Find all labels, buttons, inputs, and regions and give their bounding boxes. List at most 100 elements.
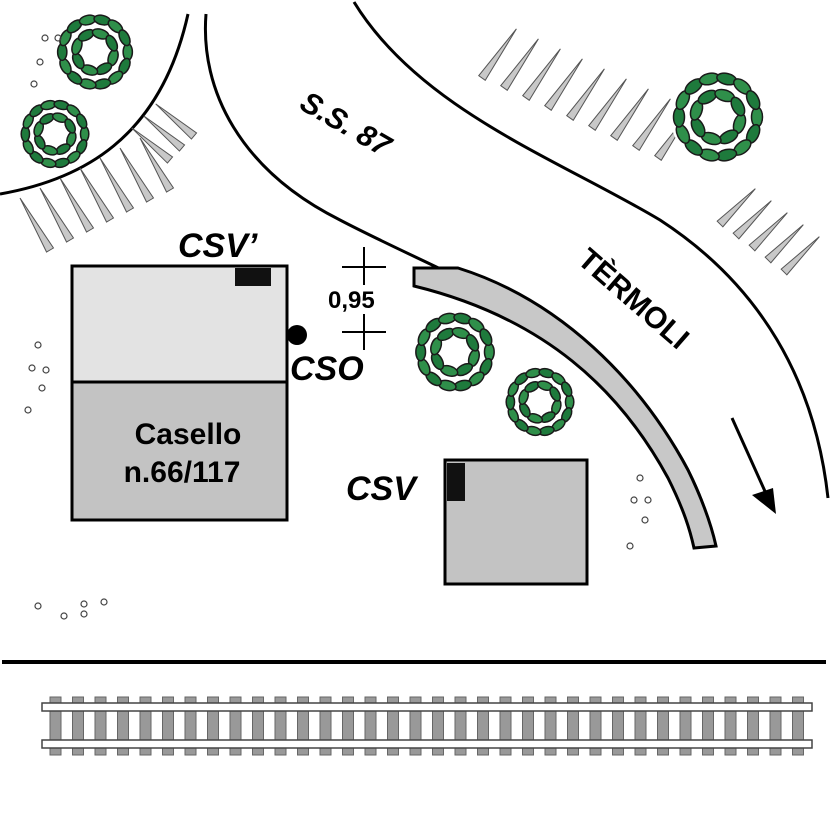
slope-hatch (587, 78, 627, 132)
casello-label-line1: Casello (135, 418, 242, 451)
rail-sleeper (499, 696, 512, 756)
rail-sleeper (252, 696, 264, 756)
shrub (626, 542, 634, 550)
slope-hatch (131, 127, 174, 164)
rail-sleeper (162, 696, 174, 756)
slope-hatch (780, 236, 820, 276)
rail-sleeper (207, 696, 219, 756)
tree (413, 310, 497, 394)
slope-hatch (39, 187, 75, 243)
curved-sidewalk (412, 266, 718, 550)
rail-sleeper (567, 696, 579, 756)
side-road-curve (0, 13, 190, 196)
rail-sleeper (49, 696, 62, 756)
csv-prime-label: CSV’ (178, 227, 258, 265)
shrub (38, 384, 46, 392)
rail-sleeper (612, 696, 624, 756)
shrub (30, 80, 38, 88)
rail-sleeper (184, 696, 197, 756)
shrub (28, 364, 36, 372)
slope-hatch (155, 103, 198, 140)
rail-sleeper (72, 696, 84, 756)
slope-hatch (764, 224, 804, 264)
shrub (54, 34, 62, 42)
rail-sleeper (229, 696, 242, 756)
road-edge-upper (352, 1, 830, 499)
tree (503, 365, 577, 439)
shrub (644, 496, 652, 504)
rail-sleeper (657, 696, 669, 756)
shrub (100, 598, 108, 606)
shrub (24, 406, 32, 414)
rail-sleeper (522, 696, 534, 756)
shrub (36, 58, 44, 66)
rail-sleeper (364, 696, 377, 756)
slope-hatch (143, 115, 186, 152)
rail-sleeper (274, 696, 287, 756)
rail-sleeper (477, 696, 489, 756)
shrub (34, 602, 42, 610)
shrub (34, 341, 42, 349)
distance-markers (342, 247, 386, 350)
rail-sleeper (319, 696, 332, 756)
trees (18, 12, 766, 439)
slope-hatch (543, 58, 583, 112)
rail-sleeper (634, 696, 647, 756)
casello-label-line2: n.66/117 (124, 456, 241, 489)
slope-hatch (499, 38, 539, 92)
csv-meter (447, 463, 465, 501)
rail-sleeper (297, 696, 309, 756)
rail-sleeper (409, 696, 422, 756)
rail-sleeper (432, 696, 444, 756)
slope-hatch (477, 28, 517, 82)
casello-building (70, 264, 289, 522)
rail-top (41, 702, 813, 712)
rail-sleeper (454, 696, 467, 756)
shrub (80, 610, 88, 618)
rail-sleeper (387, 696, 399, 756)
tree (55, 12, 135, 92)
cso-label: CSO (290, 350, 364, 388)
slope-hatch (631, 98, 671, 152)
railway-track (41, 696, 813, 756)
rail-sleeper (342, 696, 354, 756)
shrubs (24, 34, 652, 620)
shrub (42, 366, 50, 374)
csv-building (443, 458, 589, 586)
csv-prime-meter (235, 268, 271, 286)
rail-sleeper (702, 696, 714, 756)
shrub (636, 474, 644, 482)
shrub (641, 516, 649, 524)
rail-sleeper (94, 696, 107, 756)
distance-label: 0,95 (328, 287, 375, 314)
rail-sleeper (792, 696, 804, 756)
rail-bottom (41, 739, 813, 749)
rail-sleeper (139, 696, 152, 756)
tree (670, 69, 766, 165)
slope-hatch (79, 167, 115, 223)
slope-hatch (732, 200, 772, 240)
slope-hatch (99, 157, 135, 213)
slope-hatch (716, 188, 756, 228)
rail-sleeper (747, 696, 759, 756)
slope-hatch (139, 137, 175, 193)
rail-sleeper (679, 696, 692, 756)
shrub (80, 600, 88, 608)
cso-point (287, 325, 307, 345)
csv-label: CSV (346, 470, 419, 508)
slope-hatch (19, 197, 55, 253)
slope-hatch (748, 212, 788, 252)
tree (18, 97, 92, 171)
rail-sleeper (544, 696, 557, 756)
road-name-label: S.S. 87 (295, 85, 398, 163)
shrub (630, 496, 638, 504)
slope-hatch (565, 68, 605, 122)
direction-arrow (730, 417, 776, 514)
rail-sleeper (769, 696, 782, 756)
slope-hatching (19, 28, 820, 276)
slope-hatch (59, 177, 95, 233)
rail-sleeper (589, 696, 602, 756)
slope-hatch (609, 88, 649, 142)
